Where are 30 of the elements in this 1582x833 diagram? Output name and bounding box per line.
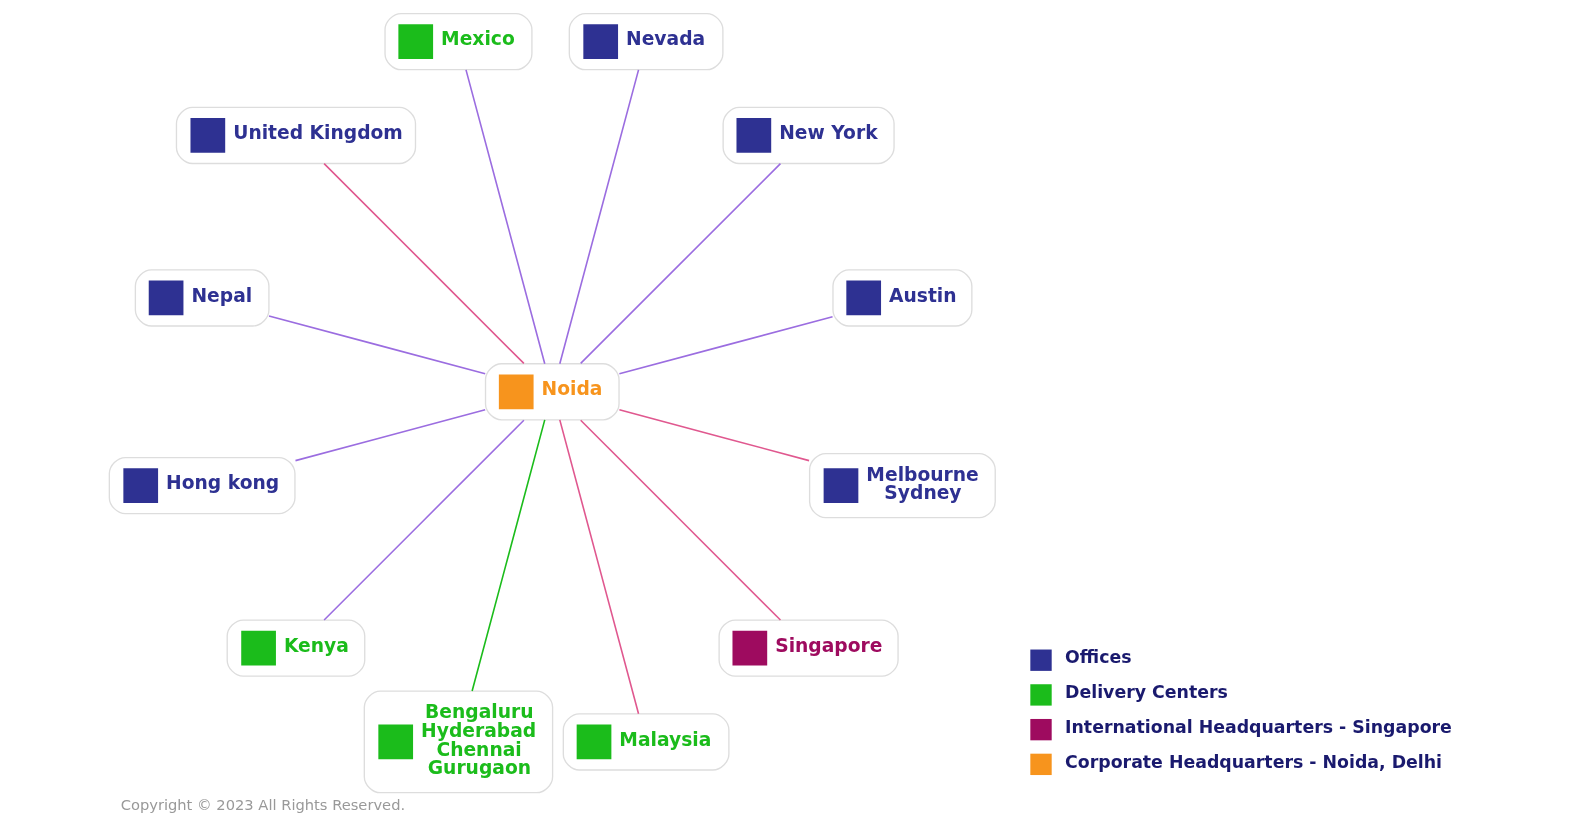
legend-label: International Headquarters - Singapore: [1064, 716, 1452, 737]
node-box: Noida: [484, 363, 620, 421]
node-box: Bengaluru Hyderabad Chennai Gurugaon: [363, 690, 553, 794]
node-box: New York: [721, 106, 895, 165]
node-box: Melbourne Sydney: [808, 452, 996, 519]
connector: [294, 408, 486, 462]
legend-label: Corporate Headquarters - Noida, Delhi: [1064, 751, 1442, 772]
connector: [470, 419, 546, 692]
node-box: Singapore: [717, 619, 899, 677]
node-box: Austin: [831, 269, 972, 327]
connector: [558, 69, 639, 365]
node-box: United Kingdom: [175, 106, 416, 165]
connector: [618, 408, 810, 462]
node-box: Malaysia: [562, 713, 730, 771]
legend-label: Offices: [1064, 647, 1132, 668]
node-box: Mexico: [383, 12, 533, 71]
connector: [618, 315, 833, 375]
caption: Copyright © 2023 All Rights Reserved.: [120, 795, 405, 813]
node-box: Kenya: [226, 619, 365, 677]
connector: [579, 419, 781, 621]
node-box: Nevada: [568, 12, 724, 71]
node-box: Nepal: [134, 269, 270, 327]
connector: [464, 69, 546, 365]
connector: [322, 162, 525, 365]
legend-label: Delivery Centers: [1064, 682, 1228, 703]
node-box: Hong kong: [108, 456, 296, 515]
connector: [267, 315, 486, 375]
connector: [322, 419, 525, 621]
connector: [558, 419, 639, 715]
connector: [579, 162, 781, 365]
